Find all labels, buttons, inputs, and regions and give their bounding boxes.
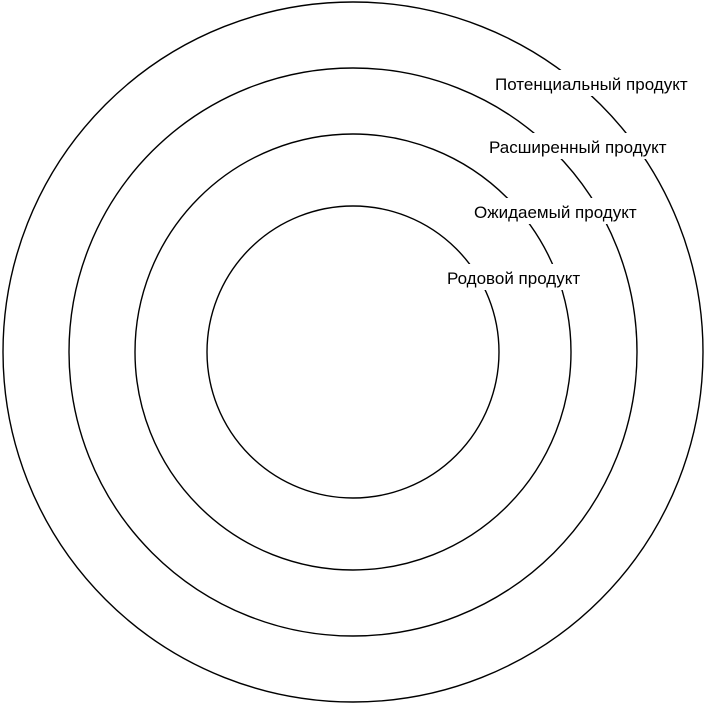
label-expected-product: Ожидаемый продукт <box>474 203 637 222</box>
label-bg-augmented <box>486 133 684 159</box>
ring-augmented-product <box>68 67 638 637</box>
label-generic-product: Родовой продукт <box>447 269 580 288</box>
label-bg-expected <box>471 198 651 224</box>
label-bg-generic <box>444 264 596 290</box>
ring-expected-product <box>134 133 572 571</box>
label-augmented-product: Расширенный продукт <box>489 138 667 157</box>
label-bg-potential <box>492 70 680 96</box>
label-potential-product: Потенциальный продукт <box>495 75 688 94</box>
ring-generic-product <box>206 205 500 499</box>
